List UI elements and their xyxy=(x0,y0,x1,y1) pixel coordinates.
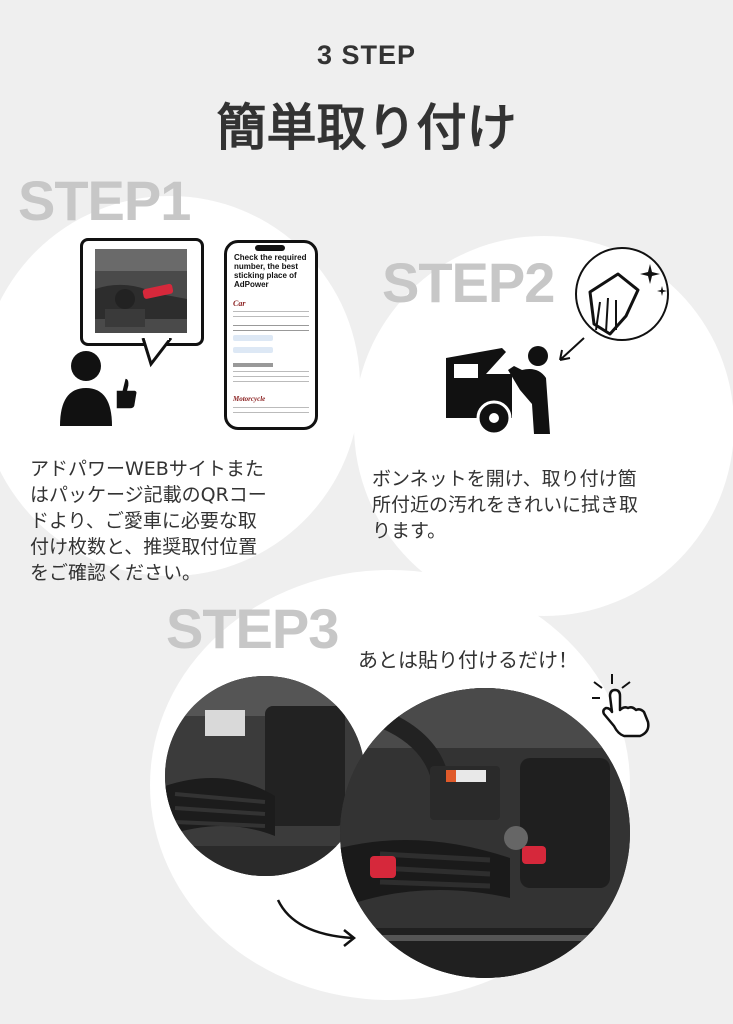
engine-photo-thumbnail xyxy=(95,249,187,333)
step2-description: ボンネットを開け、取り付け箇 所付近の汚れをきれいに拭き取 ります。 xyxy=(372,468,639,542)
engine-photo-before xyxy=(165,676,365,876)
phone-motorcycle-label: Motorcycle xyxy=(233,395,266,403)
bubble-tail xyxy=(141,338,173,368)
cleaning-cloth-icon xyxy=(575,247,669,341)
curved-arrow-icon xyxy=(276,899,357,947)
smartphone-screen: Check the required number, the best stic… xyxy=(224,240,318,430)
step2-label: STEP2 xyxy=(382,251,555,314)
step3-label: STEP3 xyxy=(166,597,339,660)
step1-description: アドパワーWEBサイトまた はパッケージ記載のQRコー ドより、ご愛車に必要な取… xyxy=(30,458,267,584)
step1-label: STEP1 xyxy=(18,169,191,232)
engine-photo-after xyxy=(340,688,630,978)
page-title: 簡単取り付け xyxy=(216,99,517,157)
thumbs-up-icon xyxy=(115,377,138,410)
phone-heading: Check the required number, the best stic… xyxy=(234,253,307,289)
step3-description: あとは貼り付けるだけ！ xyxy=(358,648,578,672)
phone-car-label: Car xyxy=(233,299,246,308)
pointer-arrow-icon xyxy=(559,337,585,361)
tap-hand-icon xyxy=(592,674,650,738)
person-icon xyxy=(60,351,112,426)
header-subtitle: 3 STEP xyxy=(316,40,417,70)
speech-bubble-photo xyxy=(80,238,204,368)
car-service-icon xyxy=(446,346,550,436)
